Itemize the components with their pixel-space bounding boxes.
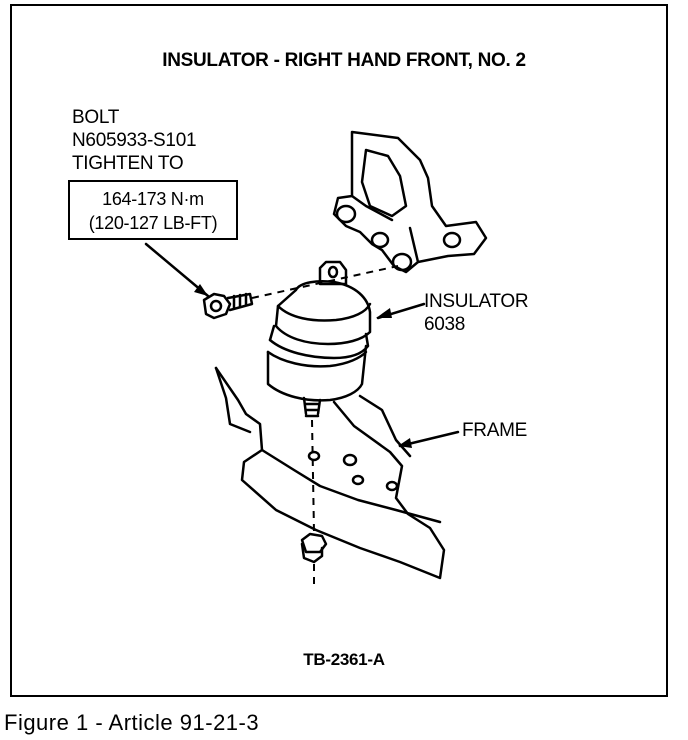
drawing-code: TB-2361-A [303,650,385,669]
torque-spec-box: 164-173 N·m (120-127 LB-FT) [68,180,238,240]
vertical-centerline [311,419,315,533]
figure-border [10,4,668,697]
frame-part [214,366,446,580]
torque-metric: 164-173 N·m [102,189,204,209]
insulator-arrowhead [376,308,392,318]
bolt-arrowhead [194,284,208,296]
insulator-name: INSULATOR [424,291,529,312]
engine-bracket [332,130,488,274]
bolt-label-line1: BOLT [72,107,120,128]
bolt-label: BOLT N605933-S101 TIGHTEN TO [72,106,197,175]
insulator-part-number: 6038 [424,314,466,335]
figure-title: INSULATOR - RIGHT HAND FRONT, NO. 2 [162,50,526,71]
bolt-label-line3: TIGHTEN TO [72,153,184,174]
torque-imperial: (120-127 LB-FT) [88,213,218,233]
frame-label: FRAME [462,420,528,441]
frame-arrowhead [398,438,412,448]
nut-part [300,532,328,564]
figure-caption: Figure 1 - Article 91-21-3 [4,710,260,735]
insulator-label: INSULATOR 6038 [424,290,529,336]
bolt-part [202,292,254,320]
bolt-part-number: N605933-S101 [72,130,197,151]
insulator-part [266,260,372,418]
